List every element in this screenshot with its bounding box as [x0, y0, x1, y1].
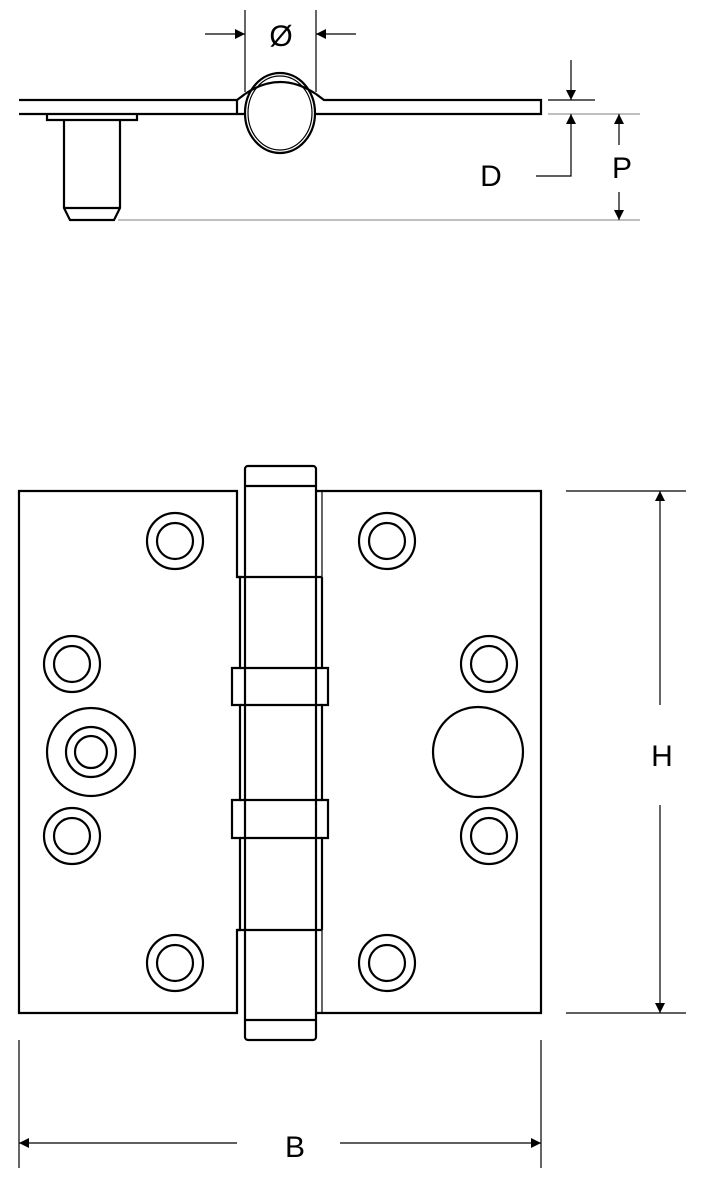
diameter-label: Ø [269, 20, 292, 53]
security-stud [45, 114, 139, 222]
knuckle [243, 464, 318, 1042]
security-stud-front [45, 706, 137, 798]
height-label: H [651, 740, 673, 773]
right-leaf [316, 489, 543, 1015]
knuckle-wrap [235, 81, 317, 114]
knuckle-joints [237, 484, 322, 1022]
front-view: H B [17, 464, 686, 1168]
side-view: Ø D P [19, 10, 640, 222]
security-stud-receiver [431, 705, 525, 799]
left-leaf [17, 489, 242, 1015]
thickness-label: D [480, 160, 502, 193]
width-label: B [285, 1131, 305, 1164]
projection-label: P [612, 152, 632, 185]
screw-holes [42, 511, 519, 993]
pin-section [243, 71, 317, 155]
leaf-plate-side [19, 93, 543, 116]
thickness-arrow-bottom [536, 114, 576, 177]
